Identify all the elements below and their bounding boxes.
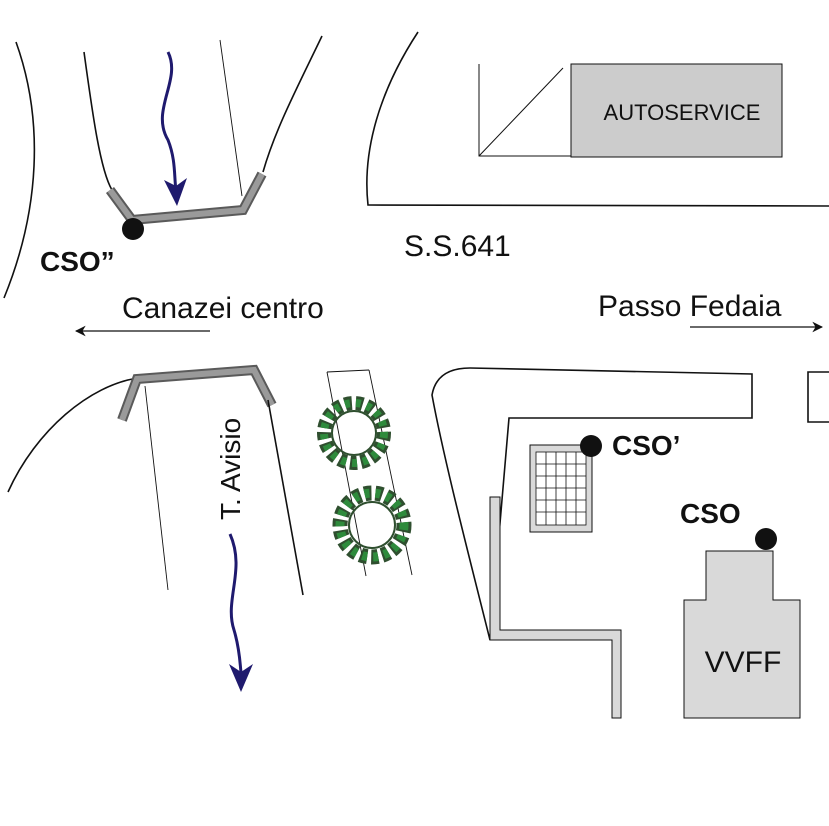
vvff-label: VVFF [705, 646, 782, 679]
cso-top-label: CSO” [40, 246, 115, 277]
small-building-right [807, 371, 829, 423]
bank-curve-top-left [3, 41, 36, 299]
river-flow-arrow-bottom [228, 533, 243, 673]
building-autoservice [478, 63, 783, 158]
building-vvff [683, 550, 801, 719]
measurement-point-icon[interactable] [580, 435, 602, 457]
autoservice-label: AUTOSERVICE [604, 100, 761, 125]
bank-curve-bottom-left [7, 377, 139, 493]
measurement-point-icon[interactable] [122, 218, 144, 240]
river-thin-line-top [219, 39, 243, 197]
cso-prime-label: CSO’ [612, 430, 680, 461]
road-edge-top-right [366, 31, 829, 207]
block-outline-right [431, 367, 753, 641]
river-label: T. Avisio [215, 418, 246, 520]
river-bank-right-top [262, 35, 323, 173]
road-label: S.S.641 [404, 230, 511, 263]
tree-icon [332, 485, 412, 565]
river-thin-line-bottom [144, 385, 169, 591]
river-bank-right-bottom [267, 399, 304, 596]
river-flow-arrow-top [160, 51, 178, 191]
east-direction-label: Passo Fedaia [598, 290, 782, 323]
river-bank-left-top [83, 51, 113, 191]
measurement-point-icon[interactable] [755, 528, 777, 550]
west-direction-label: Canazei centro [122, 292, 324, 325]
tree-icon [317, 396, 391, 470]
wall-strip [489, 496, 622, 719]
grid-box [529, 444, 593, 533]
cso-label: CSO [680, 498, 741, 529]
